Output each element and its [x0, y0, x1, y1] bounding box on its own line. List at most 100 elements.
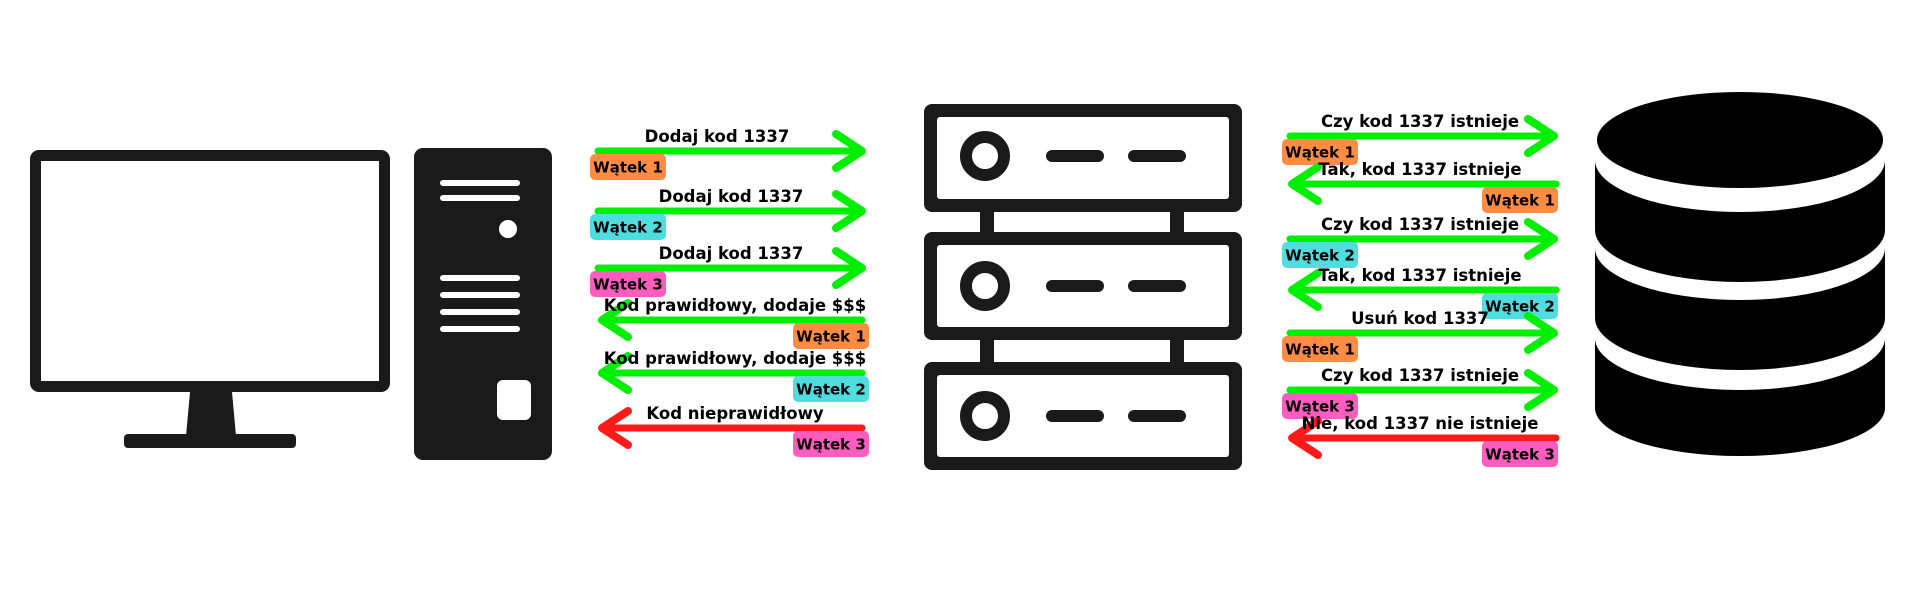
message-label: Tak, kod 1337 istnieje [1318, 160, 1521, 179]
message-label: Dodaj kod 1337 [645, 127, 790, 146]
arrow-right-icon [1524, 115, 1558, 157]
thread-badge: Wątek 3 [1282, 393, 1358, 419]
arrow-left-icon [598, 407, 632, 449]
database-cap [1597, 92, 1883, 188]
arrow-right-icon [1524, 312, 1558, 354]
arrow-right-icon [1524, 369, 1558, 411]
server-slot [1128, 410, 1186, 422]
message-label: Czy kod 1337 istnieje [1321, 215, 1519, 234]
thread-badge-bg [1282, 242, 1358, 268]
message-label: Czy kod 1337 istnieje [1321, 112, 1519, 131]
message-4: Kod prawidłowy, dodaje $$$ Wątek 2 [598, 349, 869, 402]
thread-badge-bg [1282, 139, 1358, 165]
thread-badge: Wątek 3 [793, 431, 869, 457]
server-slot [1046, 280, 1104, 292]
tower-vent [440, 275, 520, 281]
thread-badge-label: Wątek 2 [593, 219, 663, 237]
thread-badge: Wątek 1 [793, 323, 869, 349]
thread-badge-label: Wątek 2 [796, 381, 866, 399]
thread-badge-label: Wątek 2 [1285, 247, 1355, 265]
thread-badge: Wątek 1 [1482, 187, 1558, 213]
database-icon [1595, 92, 1885, 456]
monitor-screen [41, 161, 379, 381]
tower-slot [440, 195, 520, 201]
thread-badge-label: Wątek 3 [593, 276, 663, 294]
tower-vent [440, 309, 520, 315]
message-label: Czy kod 1337 istnieje [1321, 366, 1519, 385]
thread-badge: Wątek 2 [590, 214, 666, 240]
server-led-icon [960, 261, 1010, 311]
thread-badge-bg [1482, 187, 1558, 213]
thread-badge-bg [1282, 393, 1358, 419]
message-label: Kod prawidłowy, dodaje $$$ [604, 349, 867, 368]
thread-badge-label: Wątek 3 [1285, 398, 1355, 416]
arrow-left-icon [598, 299, 632, 341]
desktop-computer-icon [30, 148, 552, 460]
server-led-icon [960, 131, 1010, 181]
thread-badge-bg [1282, 336, 1358, 362]
database-segment-top [1595, 160, 1885, 282]
thread-badge-label: Wątek 1 [1285, 144, 1355, 162]
server-slot [1128, 150, 1186, 162]
thread-badge: Wątek 2 [1482, 293, 1558, 319]
thread-badge-label: Wątek 1 [593, 159, 663, 177]
thread-badge-bg [590, 214, 666, 240]
thread-badge: Wątek 3 [1482, 441, 1558, 467]
arrow-right-icon [832, 190, 866, 232]
thread-badge-label: Wątek 3 [796, 436, 866, 454]
thread-badge: Wątek 2 [793, 376, 869, 402]
message-label: Dodaj kod 1337 [659, 187, 804, 206]
thread-badge-bg [1482, 293, 1558, 319]
arrow-left-icon [1288, 269, 1322, 311]
thread-badge: Wątek 1 [590, 154, 666, 180]
tower-vent [440, 292, 520, 298]
thread-badge: Wątek 1 [1282, 336, 1358, 362]
monitor-stand [186, 392, 236, 436]
power-button-icon [499, 220, 517, 238]
arrow-right-icon [832, 130, 866, 172]
thread-badge-bg [793, 376, 869, 402]
arrow-left-icon [598, 352, 632, 394]
message-label: Nie, kod 1337 nie istnieje [1302, 414, 1539, 433]
tower-drive [497, 380, 531, 420]
server-slot [1128, 280, 1186, 292]
message-label: Dodaj kod 1337 [659, 244, 804, 263]
thread-badge-label: Wątek 1 [796, 328, 866, 346]
thread-badge-label: Wątek 2 [1485, 298, 1555, 316]
pc-tower [414, 148, 552, 460]
thread-badge-bg [793, 431, 869, 457]
server-led-icon [960, 391, 1010, 441]
thread-badge: Wątek 1 [1282, 139, 1358, 165]
arrow-left-icon [1288, 417, 1322, 459]
message-label: Tak, kod 1337 istnieje [1318, 266, 1521, 285]
database-segment-bottom [1595, 338, 1885, 456]
monitor-base [124, 434, 296, 448]
thread-badge-bg [590, 154, 666, 180]
thread-badge: Wątek 2 [1282, 242, 1358, 268]
message-label: Kod nieprawidłowy [646, 404, 823, 423]
arrow-left-icon [1288, 163, 1322, 205]
server-rack-icon [924, 104, 1242, 470]
thread-badge-label: Wątek 1 [1285, 341, 1355, 359]
message-label: Kod prawidłowy, dodaje $$$ [604, 296, 867, 315]
server-slot [1046, 410, 1104, 422]
arrow-right-icon [832, 247, 866, 289]
arrow-right-icon [1524, 218, 1558, 260]
database-segment-middle [1595, 248, 1885, 370]
thread-badge: Wątek 3 [590, 271, 666, 297]
thread-badge-bg [793, 323, 869, 349]
